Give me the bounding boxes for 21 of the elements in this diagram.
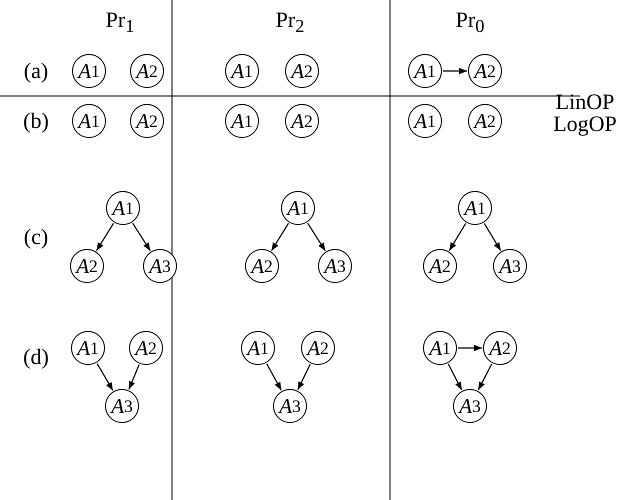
row-label: (a): [24, 58, 48, 84]
arrow: [448, 364, 462, 390]
row-label: (b): [23, 108, 49, 134]
arrow: [307, 222, 326, 252]
arrow: [266, 363, 282, 391]
arrow: [96, 222, 114, 252]
arrow: [458, 344, 482, 352]
row-label: (d): [23, 344, 49, 370]
arrow: [96, 363, 114, 391]
column-header: Pr$_{2}$: [276, 6, 304, 38]
arrow: [270, 222, 290, 252]
arrow: [448, 223, 466, 251]
arrow: [484, 223, 502, 251]
column-header: Pr$_{0}$: [456, 6, 484, 38]
arrow: [132, 222, 151, 252]
arrow: [478, 364, 492, 390]
row-label: (c): [24, 224, 48, 250]
arrow: [443, 68, 467, 74]
arrow: [128, 364, 140, 390]
arrow: [297, 364, 311, 390]
column-header: Pr$_{1}$: [106, 6, 134, 38]
